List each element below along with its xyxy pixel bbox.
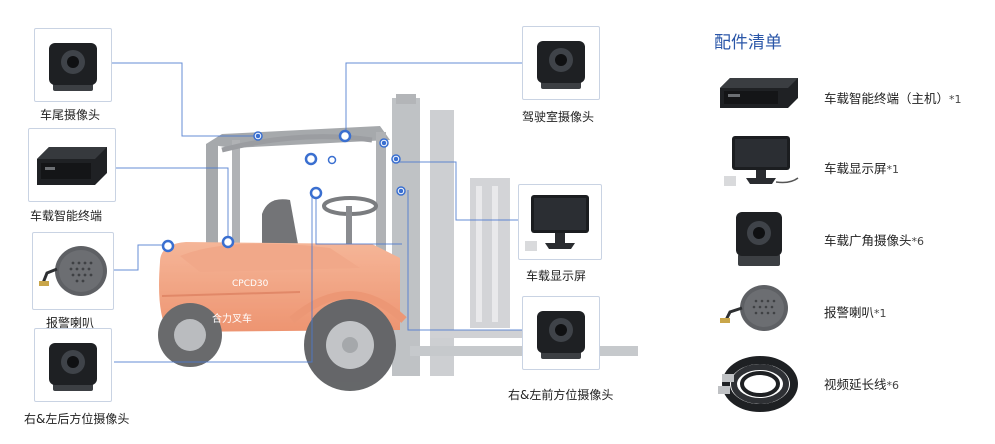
dvr-terminal-icon: [720, 78, 798, 108]
accessory-name: 报警喇叭: [824, 305, 875, 320]
callout-terminal: [28, 128, 116, 202]
callout-cab-camera: [522, 26, 600, 100]
accessory-qty: *1: [949, 93, 962, 106]
callout-rear-side-camera: [34, 328, 112, 402]
forklift-brand-text: 合力叉车: [212, 312, 252, 325]
camera-icon: [49, 343, 97, 391]
label-cab-camera: 驾驶室摄像头: [522, 110, 595, 124]
accessory-item-speaker: 报警喇叭*1: [824, 302, 887, 321]
callout-rear-camera: [34, 28, 112, 102]
accessory-item-display: 车载显示屏*1: [824, 158, 899, 177]
callout-display: [518, 184, 602, 260]
accessory-item-camera: 车载广角摄像头*6: [824, 230, 924, 249]
accessory-item-cable: 视频延长线*6: [824, 374, 899, 393]
speaker-icon: [720, 285, 788, 331]
accessory-name: 车载显示屏: [824, 161, 887, 176]
monitor-icon: [525, 195, 589, 251]
label-front-side-camera: 右&左前方位摄像头: [508, 388, 614, 402]
accessory-name: 车载广角摄像头: [824, 233, 912, 248]
accessory-item-terminal: 车载智能终端（主机）*1: [824, 88, 962, 107]
label-rear-side-camera: 右&左后方位摄像头: [24, 412, 130, 426]
camera-icon: [49, 43, 97, 91]
camera-icon: [736, 212, 782, 266]
speaker-icon: [39, 246, 107, 296]
accessory-qty: *6: [911, 235, 925, 248]
camera-icon: [537, 311, 585, 359]
cable-icon: [718, 356, 798, 412]
accessory-name: 视频延长线: [824, 377, 887, 392]
camera-icon: [537, 41, 585, 89]
accessory-qty: *6: [886, 379, 900, 392]
forklift-model-text: CPCD30: [232, 279, 269, 289]
accessory-name: 车载智能终端（主机）: [824, 91, 950, 106]
label-display: 车载显示屏: [526, 269, 587, 283]
label-rear-camera: 车尾摄像头: [40, 108, 101, 122]
label-terminal: 车载智能终端: [30, 209, 103, 223]
label-alarm-speaker: 报警喇叭: [46, 316, 95, 330]
dvr-terminal-icon: [37, 147, 107, 185]
monitor-icon: [724, 136, 799, 186]
accessory-qty: *1: [886, 163, 900, 176]
callout-alarm-speaker: [32, 232, 114, 310]
accessory-list-title: 配件清单: [714, 33, 782, 53]
callout-front-side-camera: [522, 296, 600, 370]
accessory-qty: *1: [874, 307, 887, 320]
